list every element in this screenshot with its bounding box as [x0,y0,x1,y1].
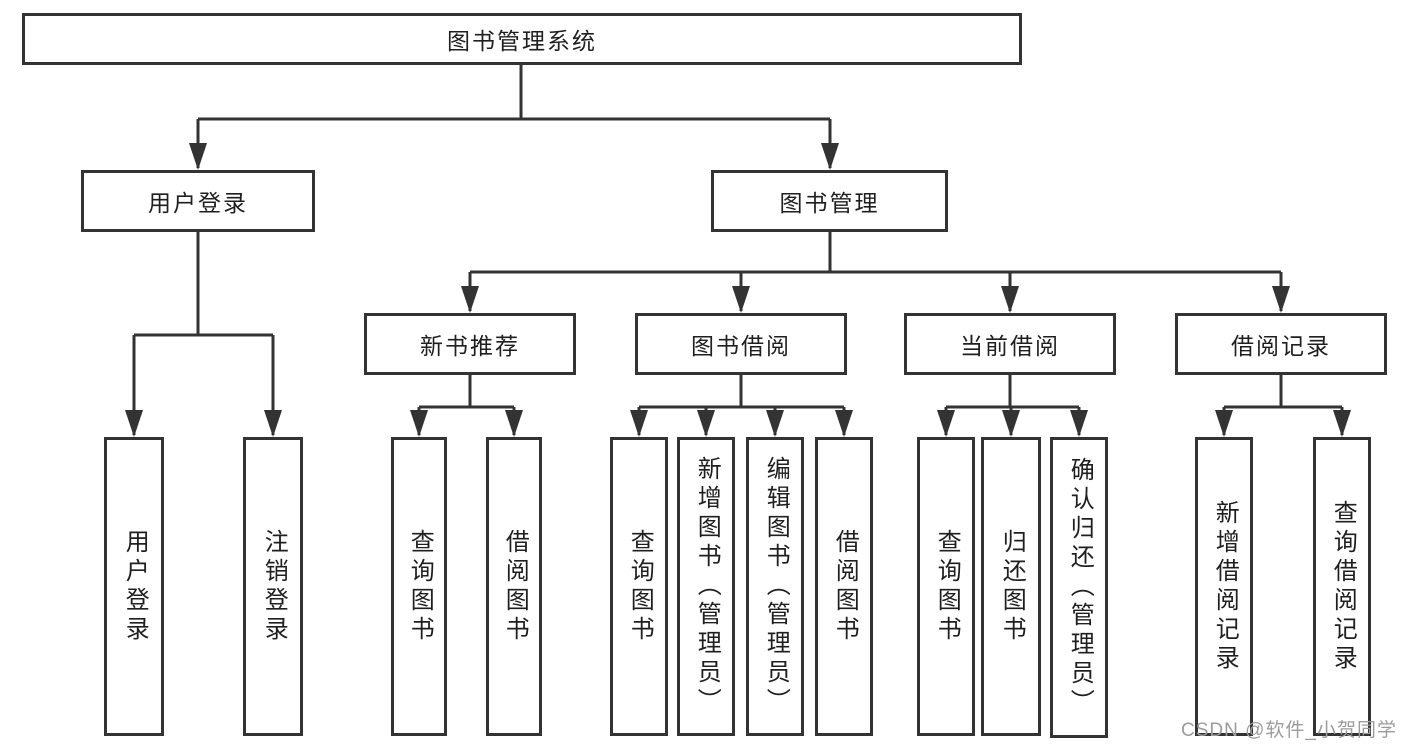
node-label: 用户登录 [121,528,149,645]
node-label: 新书推荐 [420,333,520,359]
leaf-add-borrowing-record: 新增借阅记录 [1195,437,1253,736]
arrowheads [125,143,1351,437]
node-current-borrowing: 当前借阅 [904,313,1116,375]
leaf-logout: 注销登录 [243,437,303,736]
node-new-book-recommendation: 新书推荐 [364,313,576,375]
node-label: 借阅图书 [831,528,859,645]
leaf-query-books-recommend: 查询图书 [391,437,447,736]
node-label: 新增图书（管理员） [693,456,721,717]
node-label: 用户登录 [148,190,248,216]
node-book-borrowing: 图书借阅 [635,313,847,375]
node-book-management: 图书管理 [711,170,948,232]
leaf-edit-books-admin: 编辑图书（管理员） [746,437,804,736]
node-borrowing-records: 借阅记录 [1175,313,1387,375]
node-label: 归还图书 [998,528,1026,645]
watermark: CSDN @软件_小贺同学 [1181,720,1397,741]
leaf-borrow-books-borrowing: 借阅图书 [815,437,873,736]
leaf-query-books-current: 查询图书 [917,437,975,736]
node-library-system: 图书管理系统 [22,13,1022,65]
leaf-return-books: 归还图书 [981,437,1041,736]
leaf-query-books-borrowing: 查询图书 [610,437,668,736]
node-label: 注销登录 [260,528,288,645]
node-label: 图书管理 [779,190,880,216]
node-label: 查询图书 [626,528,654,645]
node-label: 新增借阅记录 [1211,499,1239,674]
node-label: 图书借阅 [691,333,791,359]
node-label: 查询借阅记录 [1329,499,1357,674]
node-label: 编辑图书（管理员） [762,456,790,717]
leaf-add-books-admin: 新增图书（管理员） [677,437,735,736]
node-label: 借阅记录 [1231,333,1331,359]
leaf-confirm-return-admin: 确认归还（管理员） [1050,437,1108,738]
node-label: 图书管理系统 [447,28,597,54]
leaf-user-login: 用户登录 [104,437,164,736]
leaf-borrow-books-recommend: 借阅图书 [486,437,542,736]
node-label: 借阅图书 [501,528,529,645]
node-label: 查询图书 [933,528,961,645]
node-label: 查询图书 [406,528,434,645]
node-label: 确认归还（管理员） [1066,457,1094,718]
leaf-query-borrowing-record: 查询借阅记录 [1313,437,1371,736]
node-user-login: 用户登录 [81,170,315,232]
node-label: 当前借阅 [960,333,1060,359]
